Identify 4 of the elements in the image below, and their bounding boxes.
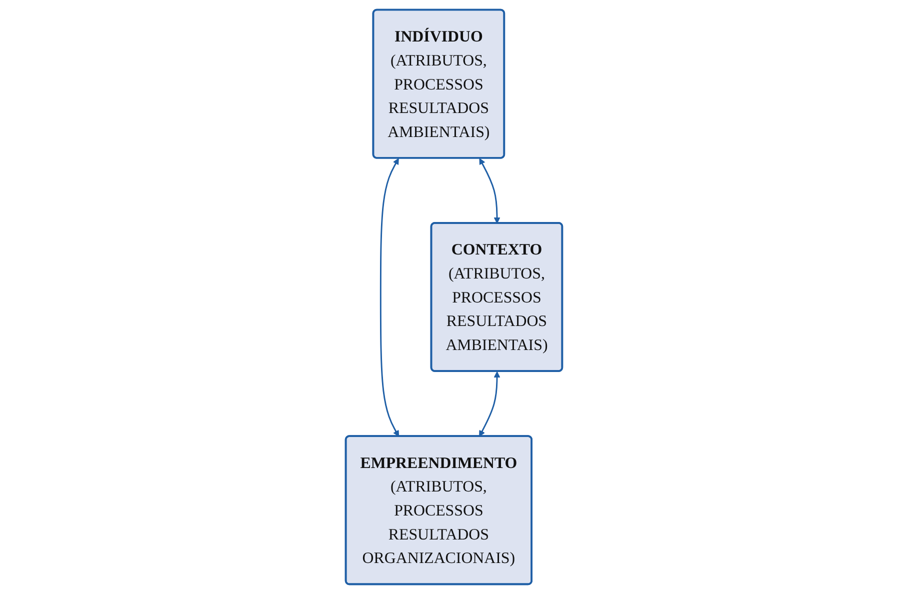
arrow <box>479 371 500 437</box>
arrow <box>380 158 400 437</box>
arrow <box>479 158 500 224</box>
diagram: INDÍVIDUO (ATRIBUTOS, PROCESSOS RESULTADOS AMBIENTAIS) CONTEXTO (ATRIBUTOS, PROCESSOS RESULTADOS AMBIENTAIS) EMPREENDIMENTO (ATRIBUTOS, PROCESSOS RESULTADOS ORGANIZACIONAIS) <box>340 4 568 590</box>
